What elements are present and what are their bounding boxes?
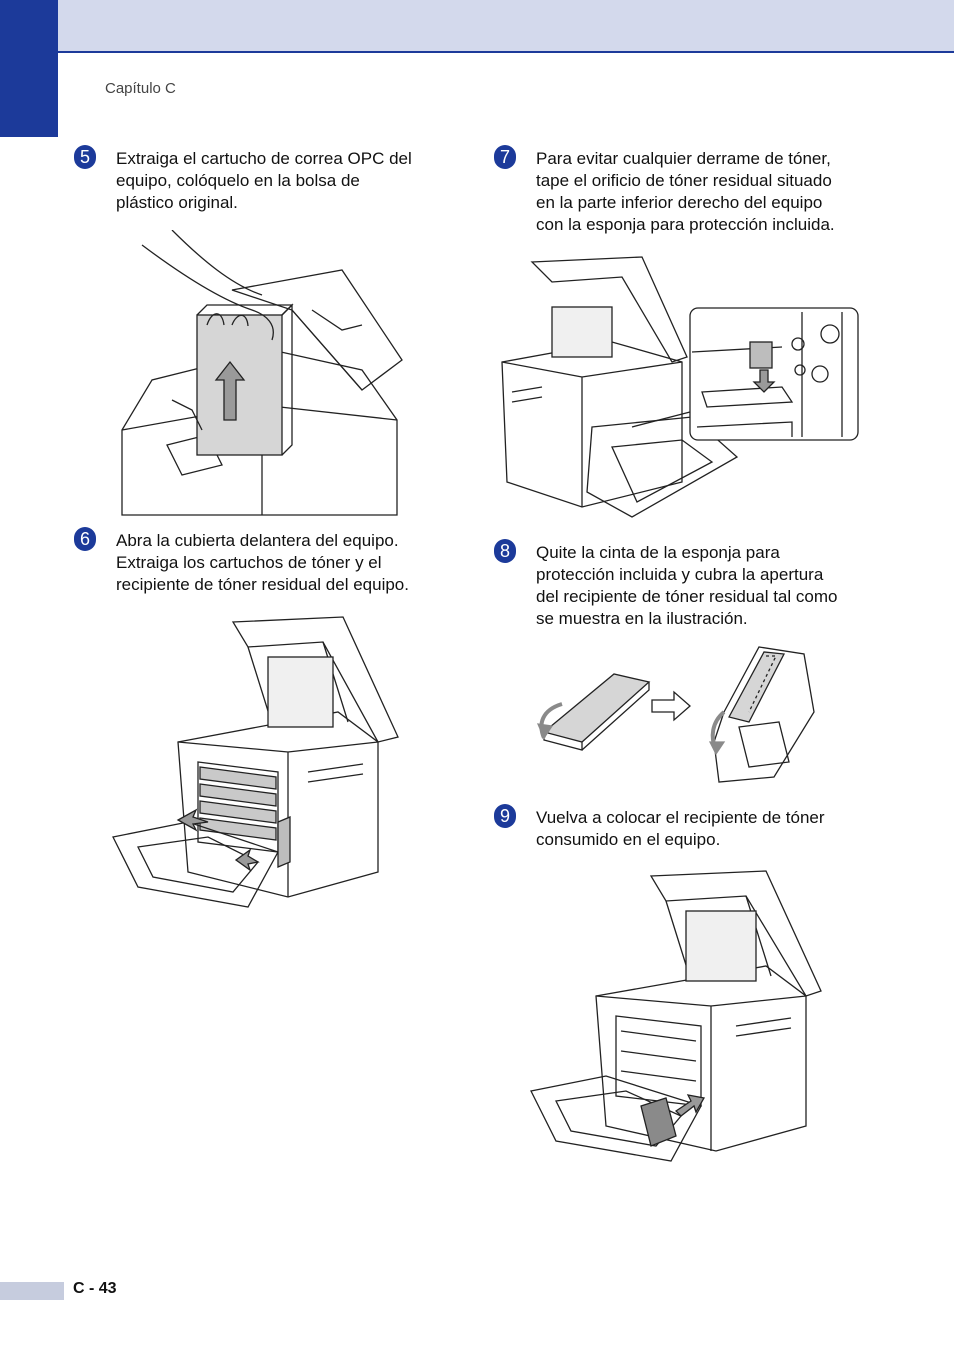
step-text: Para evitar cualquier derrame de tóner, …: [536, 149, 835, 234]
step-number: 7: [494, 145, 516, 169]
footer-band: [0, 1282, 64, 1300]
chapter-tab: [0, 0, 58, 137]
step-number: 8: [494, 539, 516, 563]
step-text: Extraiga el cartucho de correa OPC del e…: [116, 149, 412, 212]
step-number: 6: [74, 527, 96, 551]
chapter-title: Capítulo C: [105, 80, 176, 97]
printer-belt-removal-illustration: [112, 230, 404, 520]
step-5: 5 Extraiga el cartucho de correa OPC del…: [74, 145, 474, 218]
page-number: C - 43: [73, 1280, 117, 1297]
step-9: 9 Vuelva a colocar el recipiente de tóne…: [494, 804, 934, 855]
waste-toner-reinstall-illustration: [526, 866, 836, 1166]
step-text: Abra la cubierta delantera del equipo. E…: [116, 531, 409, 594]
step-text: Quite la cinta de la esponja para protec…: [536, 543, 838, 628]
step-8: 8 Quite la cinta de la esponja para prot…: [494, 539, 934, 634]
waste-toner-hole-sponge-illustration: [492, 252, 862, 522]
step-text: Vuelva a colocar el recipiente de tóner …: [536, 808, 825, 849]
step-7: 7 Para evitar cualquier derrame de tóner…: [494, 145, 934, 240]
printer-toner-removal-illustration: [108, 612, 404, 914]
step-6: 6 Abra la cubierta delantera del equipo.…: [74, 527, 474, 600]
header-band: [58, 0, 954, 53]
step-number: 5: [74, 145, 96, 169]
step-number: 9: [494, 804, 516, 828]
sponge-tape-illustration: [534, 642, 820, 788]
